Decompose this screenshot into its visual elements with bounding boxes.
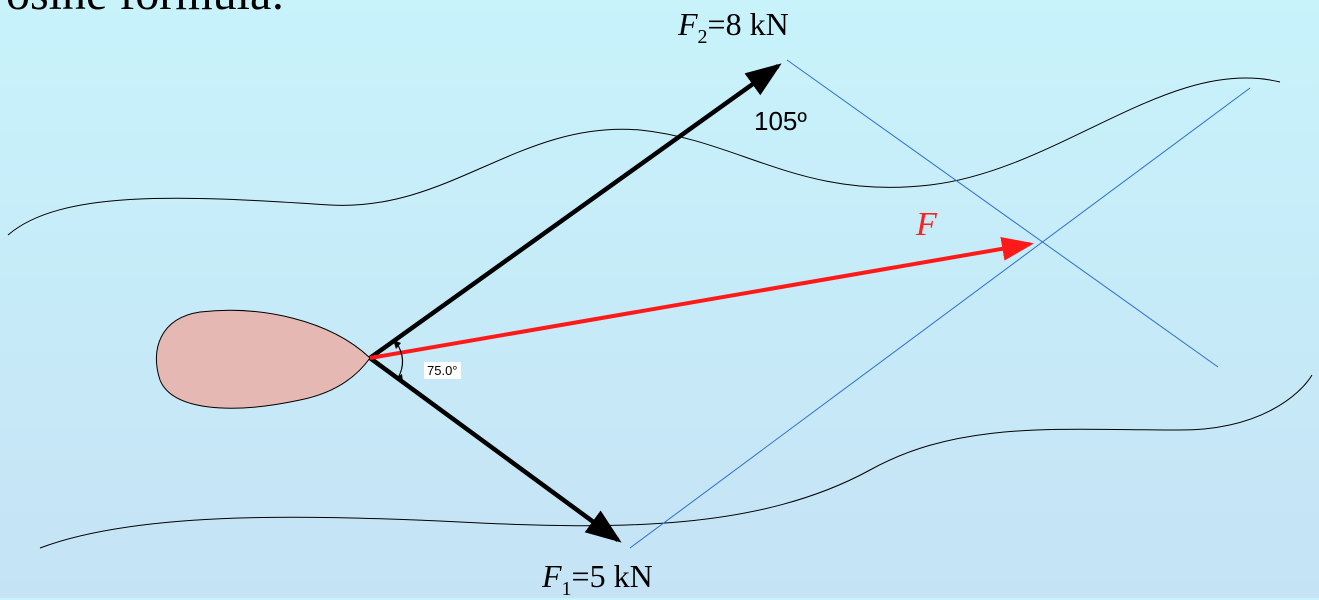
angle-arc-arrow-bottom — [395, 374, 403, 382]
angle-75-label: 75.0° — [424, 362, 461, 379]
construction-line-from-f2 — [786, 59, 1219, 368]
lower-wavy-line — [39, 374, 1313, 549]
resultant-force-arrow — [369, 236, 1034, 360]
angle-105-label: 105º — [754, 106, 807, 136]
force-f2-arrow — [368, 63, 782, 360]
body-shape — [155, 309, 371, 409]
upper-wavy-line — [7, 77, 1281, 236]
resultant-force-label: F — [916, 206, 937, 243]
angle-arc-arrow-top — [393, 340, 401, 349]
force-f1-label: F1=5 kN — [542, 558, 653, 600]
force-f2-label: F2=8 kN — [678, 6, 789, 48]
construction-line-from-f1 — [629, 87, 1251, 549]
partial-heading-text: osine formula: — [6, 0, 285, 21]
force-f1-arrow — [368, 356, 622, 543]
